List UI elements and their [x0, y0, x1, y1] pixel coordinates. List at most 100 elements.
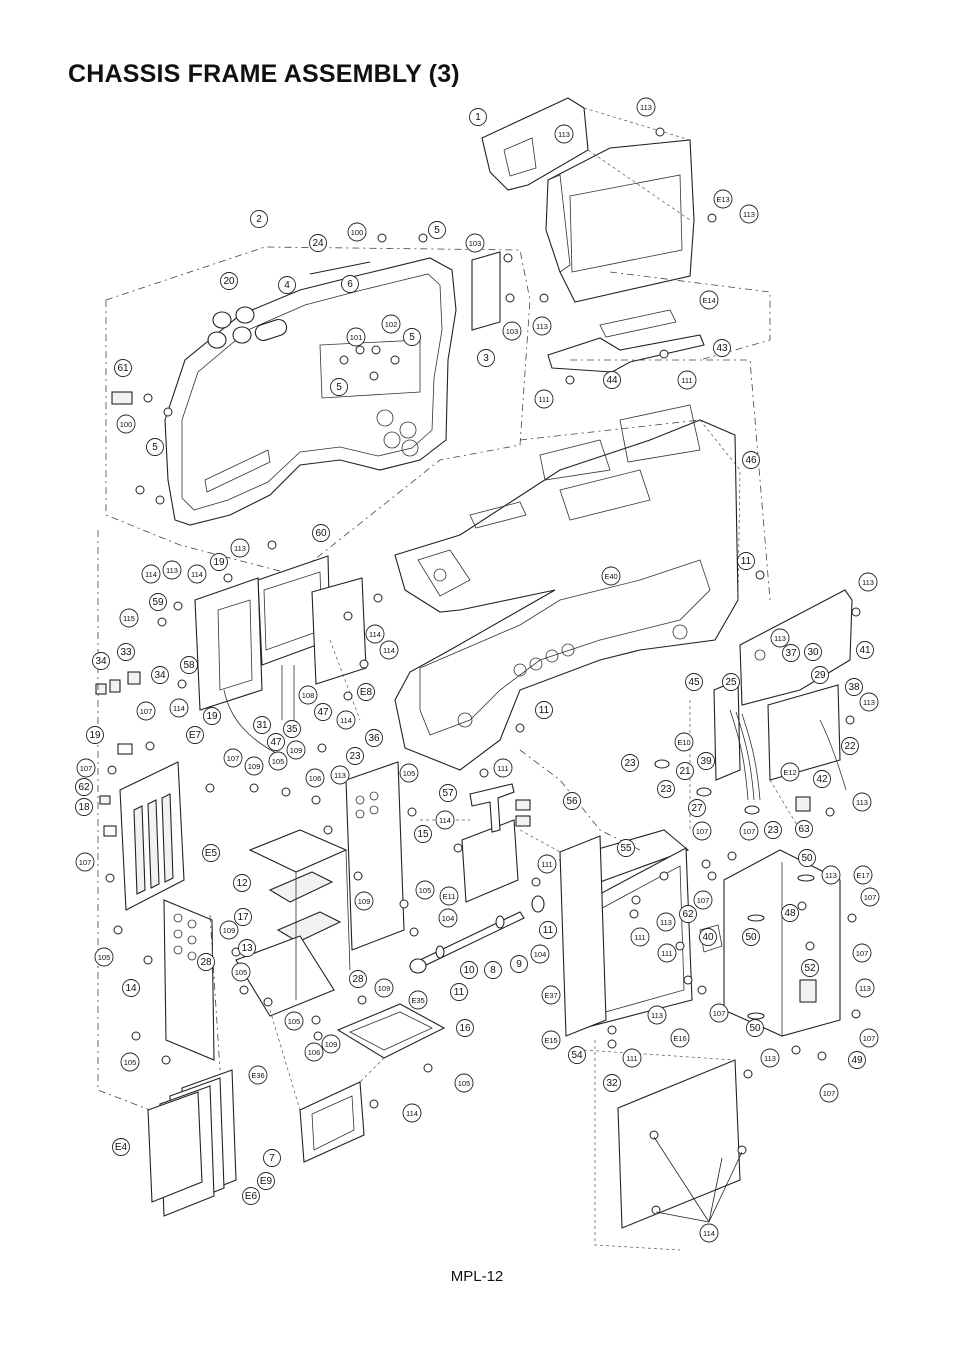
- callout-E7: E7: [186, 726, 204, 744]
- callout-41: 41: [856, 641, 874, 659]
- callout-103: 103: [502, 321, 522, 341]
- callout-23: 23: [657, 780, 675, 798]
- callout-E11: E11: [439, 886, 459, 906]
- callout-label: 36: [368, 733, 380, 744]
- callout-label: 5: [434, 225, 440, 236]
- callout-E37: E37: [541, 985, 561, 1005]
- callout-label: 23: [349, 751, 361, 762]
- callout-40: 40: [699, 928, 717, 946]
- callout-105: 105: [415, 880, 435, 900]
- callout-label: 115: [123, 614, 135, 623]
- callout-114: 114: [169, 698, 189, 718]
- callout-label: 46: [745, 455, 757, 466]
- callout-17: 17: [234, 908, 252, 926]
- part-61-label: [111, 391, 133, 405]
- callout-106: 106: [305, 768, 325, 788]
- callout-19: 19: [86, 726, 104, 744]
- callout-E17: E17: [853, 865, 873, 885]
- callout-label: E40: [604, 572, 617, 581]
- callout-57: 57: [439, 784, 457, 802]
- callout-E14: E14: [699, 290, 719, 310]
- callout-104: 104: [438, 908, 458, 928]
- callout-label: 37: [785, 648, 797, 659]
- side-panel-1: [481, 97, 589, 191]
- callout-label: 49: [851, 1055, 863, 1066]
- callout-label: 107: [713, 1009, 726, 1018]
- callout-label: 44: [606, 375, 618, 386]
- callout-28: 28: [197, 953, 215, 971]
- callout-label: 15: [417, 829, 429, 840]
- callout-111: 111: [622, 1048, 642, 1068]
- callout-label: 43: [716, 343, 728, 354]
- callout-58: 58: [180, 656, 198, 674]
- bracket-13: [235, 935, 335, 1017]
- callout-15: 15: [414, 825, 432, 843]
- callout-label: 105: [403, 769, 416, 778]
- callout-35: 35: [283, 720, 301, 738]
- callout-label: 114: [406, 1109, 418, 1118]
- callout-label: E5: [205, 848, 218, 859]
- callout-label: 59: [152, 597, 164, 608]
- callout-113: 113: [656, 912, 676, 932]
- callout-111: 111: [493, 758, 513, 778]
- callout-label: 113: [825, 871, 837, 880]
- callout-114: 114: [379, 640, 399, 660]
- callout-E10: E10: [674, 732, 694, 752]
- callout-label: 8: [490, 965, 496, 976]
- callout-114: 114: [402, 1103, 422, 1123]
- callout-113: 113: [330, 765, 350, 785]
- callout-23: 23: [621, 754, 639, 772]
- front-cover-panel: [164, 257, 457, 526]
- callout-label: 103: [469, 239, 482, 248]
- callout-label: 31: [256, 720, 268, 731]
- callout-14: 14: [122, 979, 140, 997]
- callout-34: 34: [92, 652, 110, 670]
- callout-label: 113: [859, 984, 871, 993]
- callout-29: 29: [811, 666, 829, 684]
- callout-113: 113: [770, 628, 790, 648]
- callout-label: 114: [340, 716, 352, 725]
- callout-label: 113: [334, 771, 346, 780]
- connector-block-17b: [276, 911, 342, 943]
- callout-10: 10: [460, 961, 478, 979]
- callout-label: 111: [497, 764, 508, 773]
- callout-label: E4: [115, 1142, 128, 1153]
- callout-31: 31: [253, 716, 271, 734]
- callout-21: 21: [676, 762, 694, 780]
- callout-107: 107: [136, 701, 156, 721]
- callout-label: 107: [140, 707, 153, 716]
- callout-label: 1: [475, 112, 481, 123]
- part-4-plate: [254, 318, 288, 342]
- callout-23: 23: [346, 747, 364, 765]
- callout-label: 113: [660, 918, 672, 927]
- callout-label: 60: [315, 528, 327, 539]
- callout-2: 2: [250, 210, 268, 228]
- callout-label: 106: [309, 774, 322, 783]
- callout-label: 33: [120, 647, 132, 658]
- callout-label: 11: [741, 556, 752, 567]
- callout-label: 40: [702, 932, 714, 943]
- callout-label: 111: [538, 395, 549, 404]
- callout-label: 19: [89, 730, 101, 741]
- callout-label: 105: [288, 1017, 301, 1026]
- callout-111: 111: [534, 389, 554, 409]
- callout-1: 1: [469, 108, 487, 126]
- callout-label: 103: [506, 327, 519, 336]
- callout-label: 109: [248, 762, 261, 771]
- callout-18: 18: [75, 798, 93, 816]
- board-15: [345, 761, 405, 951]
- callout-label: 30: [807, 647, 819, 658]
- callout-label: 107: [743, 827, 756, 836]
- callout-label: 28: [352, 974, 364, 985]
- callout-label: 11: [454, 987, 465, 998]
- callout-label: 108: [302, 691, 315, 700]
- callout-104: 104: [530, 944, 550, 964]
- callout-label: 114: [703, 1229, 715, 1238]
- callout-106: 106: [304, 1042, 324, 1062]
- callout-label: 5: [336, 382, 342, 393]
- callout-59: 59: [149, 593, 167, 611]
- callout-113: 113: [636, 97, 656, 117]
- callout-label: 105: [124, 1058, 137, 1067]
- callout-label: E8: [360, 687, 373, 698]
- callout-5: 5: [330, 378, 348, 396]
